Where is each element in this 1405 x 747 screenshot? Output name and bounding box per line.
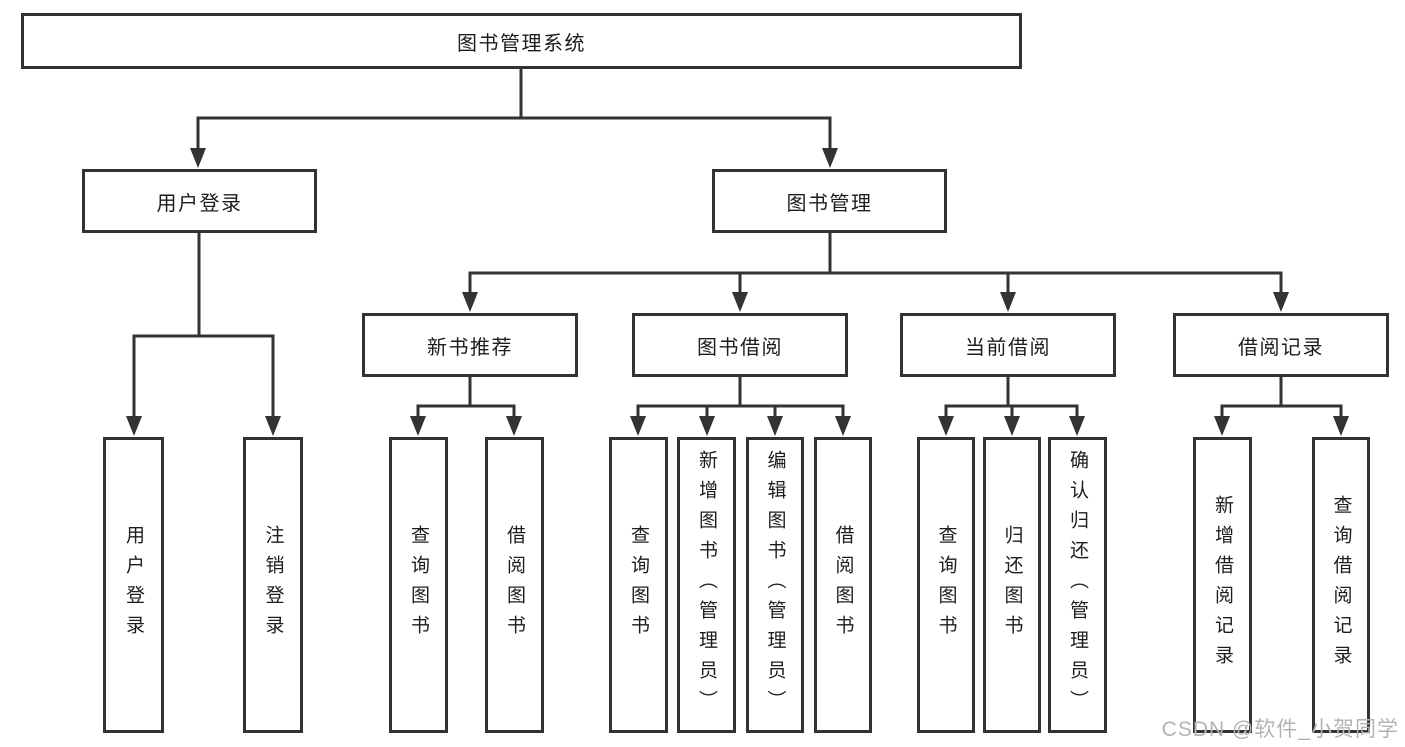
arrowhead	[1069, 416, 1085, 436]
arrowhead	[630, 416, 646, 436]
node-book-borrow: 图书借阅	[632, 313, 848, 377]
arrowhead	[732, 292, 748, 312]
arrowhead	[1214, 416, 1230, 436]
leaf-label: 编辑图书（管理员）	[764, 450, 786, 720]
node-current-borrow: 当前借阅	[900, 313, 1116, 377]
arrowhead	[1333, 416, 1349, 436]
connector-user-login	[126, 231, 281, 436]
leaf-label: 查询图书	[408, 525, 429, 645]
arrowhead	[1004, 416, 1020, 436]
arrowhead	[1000, 292, 1016, 312]
leaf-label: 用户登录	[123, 525, 144, 645]
leaf-edit-book-admin: 编辑图书（管理员）	[746, 437, 804, 733]
connector-borrow-records	[1214, 375, 1349, 436]
leaf-label: 归还图书	[1001, 525, 1023, 645]
arrowhead	[265, 416, 281, 436]
leaf-label: 新增借阅记录	[1212, 495, 1233, 675]
node-book-management: 图书管理	[712, 169, 947, 233]
node-user-login: 用户登录	[82, 169, 317, 233]
leaf-logout: 注销登录	[243, 437, 303, 733]
node-borrow-records: 借阅记录	[1173, 313, 1389, 377]
leaf-query-borrow-record: 查询借阅记录	[1312, 437, 1370, 733]
leaf-label: 借阅图书	[832, 525, 854, 645]
leaf-label: 注销登录	[262, 525, 284, 645]
connector-book-borrow	[630, 375, 851, 436]
connector-book-management	[462, 231, 1289, 312]
leaf-label: 查询借阅记录	[1330, 495, 1352, 675]
node-new-book-recommend: 新书推荐	[362, 313, 578, 377]
leaf-add-book-admin: 新增图书（管理员）	[677, 437, 736, 733]
leaf-borrow-books: 借阅图书	[814, 437, 872, 733]
leaf-add-borrow-record: 新增借阅记录	[1193, 437, 1252, 733]
leaf-label: 借阅图书	[504, 525, 525, 645]
connector-current-borrow	[938, 375, 1085, 436]
arrowhead	[462, 292, 478, 312]
leaf-query-books-current: 查询图书	[917, 437, 975, 733]
watermark: CSDN @软件_小贺同学	[1161, 718, 1399, 741]
arrowhead	[506, 416, 522, 436]
leaf-label: 确认归还（管理员）	[1067, 450, 1088, 720]
leaf-borrow-books-recommend: 借阅图书	[485, 437, 544, 733]
arrowhead	[822, 148, 838, 168]
arrowhead	[835, 416, 851, 436]
leaf-query-books-recommend: 查询图书	[389, 437, 448, 733]
leaf-label: 查询图书	[935, 525, 957, 645]
arrowhead	[938, 416, 954, 436]
arrowhead	[1273, 292, 1289, 312]
arrowhead	[190, 148, 206, 168]
arrowhead	[410, 416, 426, 436]
connector-root	[190, 67, 838, 168]
leaf-confirm-return-admin: 确认归还（管理员）	[1048, 437, 1107, 733]
connector-new-book-recommend	[410, 375, 522, 436]
node-root: 图书管理系统	[21, 13, 1022, 69]
leaf-user-login: 用户登录	[103, 437, 164, 733]
arrowhead	[699, 416, 715, 436]
leaf-label: 查询图书	[628, 525, 649, 645]
leaf-query-books-borrow: 查询图书	[609, 437, 668, 733]
leaf-return-book: 归还图书	[983, 437, 1041, 733]
arrowhead	[126, 416, 142, 436]
arrowhead	[767, 416, 783, 436]
leaf-label: 新增图书（管理员）	[696, 450, 717, 720]
